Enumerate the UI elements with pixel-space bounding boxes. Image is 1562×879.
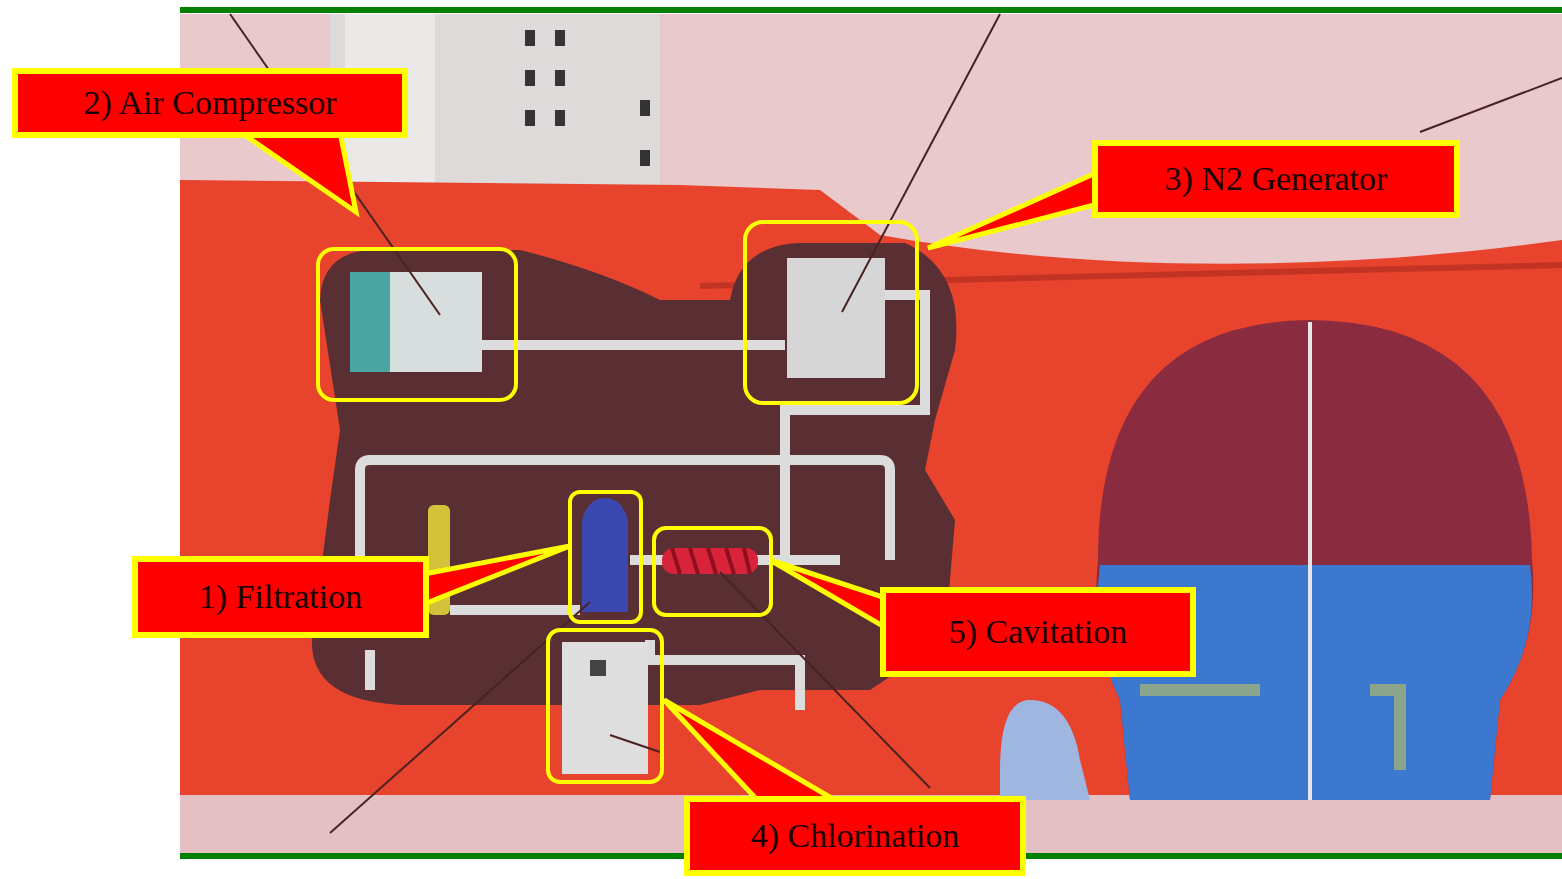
frame-rule bbox=[180, 7, 1562, 13]
callout-box: 1) Filtration bbox=[132, 556, 429, 638]
callout-box: 5) Cavitation bbox=[880, 587, 1196, 677]
filter-unit bbox=[582, 498, 628, 612]
callout-label: 4) Chlorination bbox=[751, 817, 960, 854]
callout-pointer bbox=[770, 560, 886, 628]
window bbox=[525, 30, 535, 46]
window bbox=[525, 110, 535, 126]
leader-line bbox=[842, 14, 1000, 312]
tank-pipe bbox=[1140, 690, 1400, 770]
cavitation-unit bbox=[662, 548, 758, 574]
chlorination-unit bbox=[562, 642, 648, 774]
ship-hull bbox=[180, 180, 1562, 800]
highlight-frames bbox=[318, 222, 917, 782]
callout-pointer bbox=[240, 132, 356, 212]
dosing-pipe bbox=[650, 640, 800, 710]
ballast-tank bbox=[1096, 320, 1533, 800]
callout-box: 2) Air Compressor bbox=[12, 68, 408, 138]
window bbox=[555, 110, 565, 126]
callout-label: 5) Cavitation bbox=[949, 613, 1127, 650]
n2-generator-unit bbox=[787, 258, 885, 378]
highlight-frame bbox=[745, 222, 917, 403]
leader-lines bbox=[230, 14, 1562, 833]
callout-label: 2) Air Compressor bbox=[83, 84, 336, 121]
leader-line bbox=[230, 14, 440, 315]
chlorination-display bbox=[590, 660, 606, 676]
window bbox=[640, 100, 650, 116]
cavitation-coil bbox=[672, 548, 750, 574]
air-compressor-unit bbox=[350, 272, 482, 372]
air-compressor-panel bbox=[350, 272, 390, 372]
callout-box: 4) Chlorination bbox=[684, 796, 1026, 876]
water-discharge bbox=[1000, 700, 1090, 800]
callout-pointer bbox=[928, 172, 1098, 248]
callout-pointers bbox=[240, 132, 1098, 803]
window bbox=[640, 150, 650, 166]
callout-pointer bbox=[424, 546, 570, 604]
highlight-frame bbox=[318, 249, 516, 400]
leader-line bbox=[1420, 78, 1562, 132]
leader-line bbox=[610, 735, 660, 752]
callout-label: 1) Filtration bbox=[199, 578, 362, 615]
callout-box: 3) N2 Generator bbox=[1092, 140, 1460, 218]
tank-divider bbox=[1308, 322, 1312, 800]
highlight-frame bbox=[654, 528, 771, 615]
window bbox=[525, 70, 535, 86]
drain-pipe bbox=[365, 650, 375, 690]
callout-pointer bbox=[664, 700, 840, 803]
window bbox=[555, 70, 565, 86]
background-panel bbox=[180, 14, 1562, 855]
highlight-frame bbox=[548, 630, 662, 782]
air-pipe bbox=[480, 340, 785, 350]
window bbox=[555, 30, 565, 46]
callout-label: 3) N2 Generator bbox=[1165, 160, 1388, 197]
highlight-frame bbox=[570, 492, 641, 622]
